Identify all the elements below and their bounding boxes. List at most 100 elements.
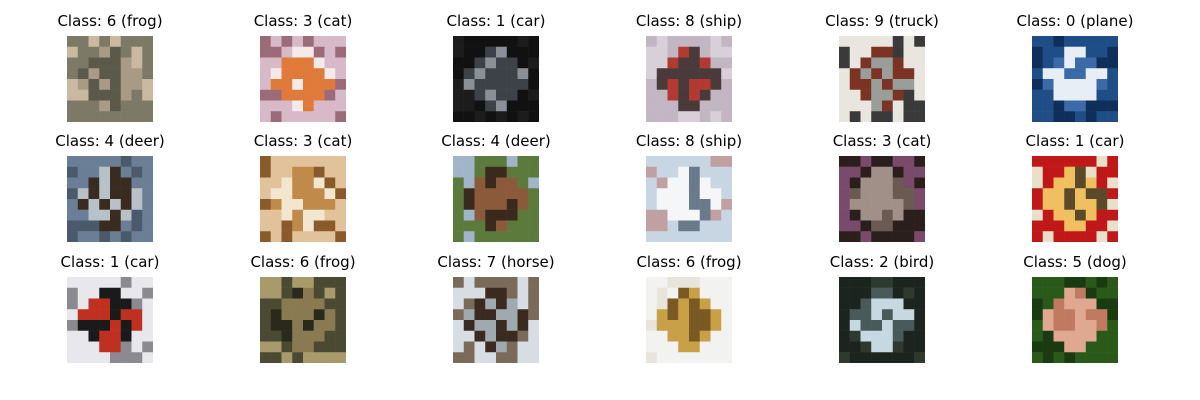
pixel xyxy=(871,330,883,342)
pixel xyxy=(667,36,679,47)
pixel xyxy=(699,100,711,112)
pixel xyxy=(528,287,539,299)
pixel xyxy=(1064,100,1076,112)
pixel xyxy=(474,209,486,221)
pixel xyxy=(871,46,883,58)
pixel xyxy=(710,330,722,342)
pixel xyxy=(849,188,861,200)
pixel xyxy=(656,320,668,331)
pixel xyxy=(324,320,336,331)
pixel xyxy=(142,188,153,200)
pixel xyxy=(142,320,153,331)
pixel xyxy=(1042,309,1054,321)
pixel xyxy=(871,177,883,189)
pixel xyxy=(860,220,872,232)
pixel xyxy=(667,79,679,90)
image-thumbnail-dog xyxy=(1032,277,1118,363)
pixel xyxy=(77,111,89,122)
pixel xyxy=(313,36,325,47)
pixel xyxy=(1096,156,1108,167)
pixel xyxy=(903,209,915,221)
pixel xyxy=(646,100,657,112)
pixel xyxy=(303,352,314,363)
pixel xyxy=(303,309,314,321)
pixel xyxy=(131,330,143,342)
pixel xyxy=(270,188,282,200)
pixel xyxy=(860,188,872,200)
pixel xyxy=(517,111,529,122)
pixel xyxy=(77,220,89,232)
pixel xyxy=(292,320,304,331)
pixel xyxy=(860,320,872,331)
pixel xyxy=(453,220,464,232)
pixel xyxy=(882,177,893,189)
pixel xyxy=(656,79,668,90)
pixel xyxy=(496,298,507,310)
pixel xyxy=(528,199,539,210)
pixel xyxy=(839,79,850,90)
pixel xyxy=(99,277,111,288)
pixel xyxy=(1107,277,1118,288)
pixel xyxy=(517,277,529,288)
pixel xyxy=(1064,46,1076,58)
pixel xyxy=(903,231,915,242)
pixel xyxy=(1053,156,1065,167)
pixel xyxy=(517,352,529,363)
pixel xyxy=(131,89,143,101)
pixel xyxy=(110,111,121,122)
pixel xyxy=(1075,68,1086,80)
pixel xyxy=(646,220,657,232)
pixel xyxy=(303,177,314,189)
pixel xyxy=(67,57,78,69)
pixel xyxy=(324,111,336,122)
pixel xyxy=(892,298,904,310)
pixel xyxy=(131,111,143,122)
image-cell-frog: Class: 6 (frog) xyxy=(609,253,769,365)
pixel xyxy=(839,320,850,331)
pixel xyxy=(1107,89,1118,101)
pixel xyxy=(699,79,711,90)
pixel xyxy=(1075,330,1086,342)
pixel xyxy=(882,277,893,288)
pixel xyxy=(99,188,111,200)
pixel xyxy=(88,320,100,331)
pixel xyxy=(903,330,915,342)
pixel xyxy=(839,166,850,178)
pixel xyxy=(1032,330,1043,342)
pixel xyxy=(656,341,668,353)
pixel xyxy=(656,209,668,221)
pixel xyxy=(463,309,475,321)
pixel xyxy=(142,352,153,363)
thumbnail-pixels xyxy=(453,36,539,122)
pixel xyxy=(324,166,336,178)
pixel xyxy=(699,231,711,242)
pixel xyxy=(892,79,904,90)
thumbnail-pixels xyxy=(260,156,346,242)
pixel xyxy=(260,177,271,189)
pixel xyxy=(914,188,925,200)
pixel xyxy=(292,352,304,363)
pixel xyxy=(474,330,486,342)
thumbnail-pixels xyxy=(260,277,346,363)
pixel xyxy=(710,277,722,288)
pixel xyxy=(721,68,732,80)
pixel xyxy=(303,277,314,288)
image-cell-cat: Class: 3 (cat) xyxy=(223,12,383,124)
pixel xyxy=(142,220,153,232)
pixel xyxy=(1032,166,1043,178)
pixel xyxy=(871,100,883,112)
pixel xyxy=(463,79,475,90)
pixel xyxy=(88,341,100,353)
pixel xyxy=(1107,36,1118,47)
pixel xyxy=(710,89,722,101)
pixel xyxy=(517,298,529,310)
pixel xyxy=(496,287,507,299)
pixel xyxy=(1075,220,1086,232)
pixel xyxy=(463,352,475,363)
thumbnail-pixels xyxy=(67,156,153,242)
pixel xyxy=(131,320,143,331)
pixel xyxy=(110,46,121,58)
image-title: Class: 3 (cat) xyxy=(253,132,353,150)
pixel xyxy=(496,209,507,221)
pixel xyxy=(646,111,657,122)
